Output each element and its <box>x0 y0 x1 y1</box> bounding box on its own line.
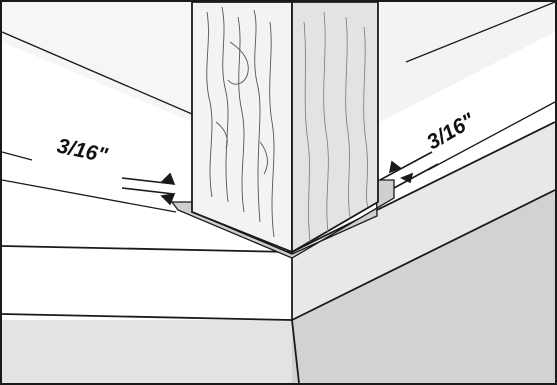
post-front-face <box>191 2 293 254</box>
fascia-right-face <box>292 122 555 320</box>
wood-grain <box>206 6 275 238</box>
deck-lines <box>2 2 555 213</box>
deck-shade-right <box>380 2 555 122</box>
deck-shade <box>2 2 192 122</box>
arrow-up-left <box>160 192 176 206</box>
left-gap-dimension <box>121 172 176 206</box>
arrow-up-right <box>400 172 414 184</box>
right-gap-dimension <box>379 151 439 189</box>
arrow-down-right <box>388 160 402 174</box>
wall-right-face <box>292 190 555 383</box>
wood-grain-right <box>303 11 369 243</box>
wall-front-face <box>2 320 292 383</box>
fascia-front-face <box>2 252 292 320</box>
arrow-down-left <box>160 172 176 186</box>
post-right-face <box>291 2 379 254</box>
